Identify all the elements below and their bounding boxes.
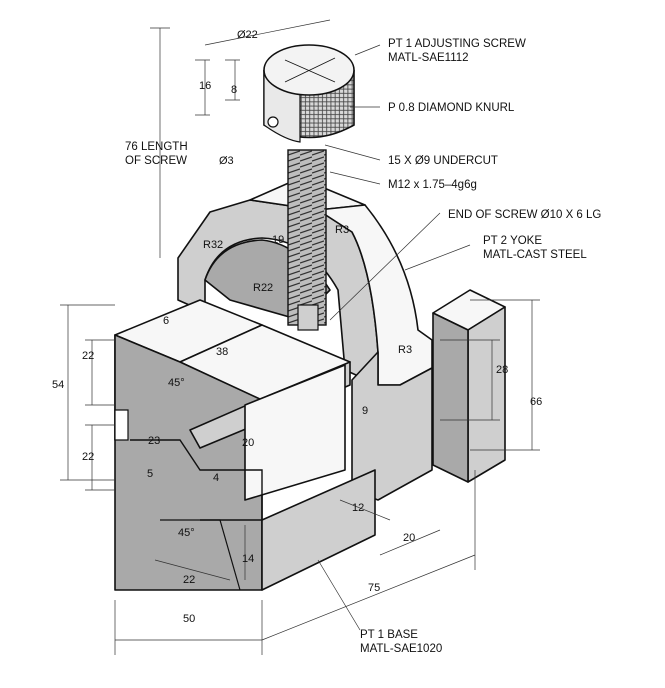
- dim-14: 14: [242, 553, 254, 565]
- dim-75: 75: [368, 582, 380, 594]
- yoke: [177, 177, 433, 501]
- callout-pt2-matl: MATL-CAST STEEL: [483, 249, 587, 261]
- callout-pt1-screw: PT 1 ADJUSTING SCREW: [388, 38, 526, 50]
- dimension-lines: [60, 19, 540, 655]
- dim-5: 5: [147, 468, 153, 480]
- dim-r32: R32: [203, 239, 223, 251]
- dim-45a: 45°: [168, 377, 185, 389]
- dim-22b: 22: [82, 451, 94, 463]
- dim-20: 20: [242, 437, 254, 449]
- dim-23: 23: [148, 435, 160, 447]
- callout-length-2: OF SCREW: [125, 155, 187, 167]
- dim-19: 19: [272, 234, 284, 246]
- callout-thread: M12 x 1.75–4g6g: [388, 179, 477, 191]
- dim-54: 54: [52, 379, 64, 391]
- dim-12: 12: [352, 502, 364, 514]
- dim-9: 9: [362, 405, 368, 417]
- dim-r22: R22: [253, 282, 273, 294]
- dim-28: 28: [496, 364, 508, 376]
- dim-d3: Ø3: [219, 155, 234, 167]
- dim-8: 8: [231, 84, 237, 96]
- dim-4: 4: [213, 472, 219, 484]
- dim-r3b: R3: [398, 344, 412, 356]
- adjusting-screw: [263, 44, 355, 331]
- base-back-block: [432, 289, 506, 483]
- callout-length-1: 76 LENGTH: [125, 141, 188, 153]
- callout-end-screw: END OF SCREW Ø10 X 6 LG: [448, 209, 601, 221]
- callout-base: PT 1 BASE: [360, 629, 418, 641]
- dimension-values: Ø22 16 8 Ø3 R32 19 R3 R22 6 38 R3 28 66 …: [52, 29, 542, 625]
- callout-base-matl: MATL-SAE1020: [360, 643, 442, 655]
- dim-22a: 22: [82, 350, 94, 362]
- dim-66: 66: [530, 396, 542, 408]
- callout-pt2-yoke: PT 2 YOKE: [483, 235, 542, 247]
- callout-pt1-matl: MATL-SAE1112: [388, 52, 469, 64]
- callout-knurl: P 0.8 DIAMOND KNURL: [388, 102, 515, 114]
- dim-r3a: R3: [335, 224, 349, 236]
- callouts: PT 1 ADJUSTING SCREW MATL-SAE1112 P 0.8 …: [125, 38, 601, 655]
- dim-45b: 45°: [178, 527, 195, 539]
- dim-d22: Ø22: [237, 29, 258, 41]
- dim-16: 16: [199, 80, 211, 92]
- dim-38: 38: [216, 346, 228, 358]
- dim-50: 50: [183, 613, 195, 625]
- callout-undercut: 15 X Ø9 UNDERCUT: [388, 155, 498, 167]
- dim-22c: 22: [183, 574, 195, 586]
- base-front-block: [114, 299, 376, 591]
- dim-20b: 20: [403, 532, 415, 544]
- dim-6: 6: [163, 315, 169, 327]
